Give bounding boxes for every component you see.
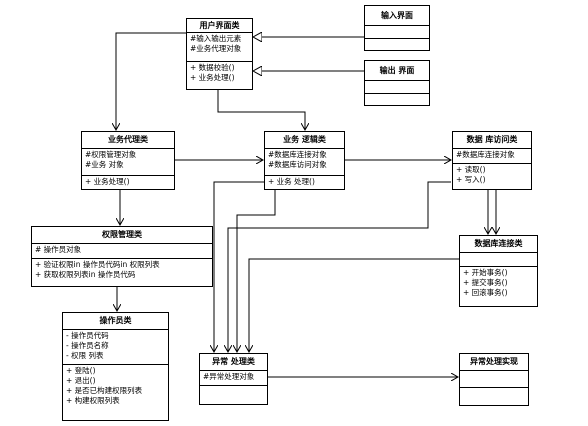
attribute-section: #输入输出元素 #业务代理对象 <box>187 33 252 62</box>
class-name: 业务 逻辑类 <box>265 132 344 149</box>
class-name: 异常处理实现 <box>460 354 528 371</box>
class-name: 权限管理类 <box>32 227 212 244</box>
attribute-section <box>460 253 537 267</box>
class-exception-impl: 异常处理实现 <box>459 353 529 406</box>
class-name: 输入界面 <box>365 6 429 26</box>
operation: + 提交事务() <box>463 278 508 287</box>
attribute-section <box>365 81 429 94</box>
attribute: #数据库访问对象 <box>268 160 327 169</box>
attribute-section <box>460 371 528 388</box>
class-operator: 操作员类 - 操作员代码 - 操作员名称 - 权限 列表 + 登陆() + 退出… <box>62 312 169 421</box>
assoc-logic-to-exception-1 <box>214 181 265 352</box>
attribute: #数据库连接对象 <box>456 150 515 159</box>
operation: + 获取权限列表in 操作员代码 <box>35 270 136 279</box>
operation-section: + 读取() + 写入() <box>453 164 531 186</box>
operation: + 写入() <box>456 175 486 184</box>
class-business-logic: 业务 逻辑类 #数据库连接对象 #数据库访问对象 + 业务 处理() <box>264 131 345 190</box>
operation-section <box>365 39 429 50</box>
operation: + 业务处理() <box>85 177 130 186</box>
operation-section <box>365 94 429 105</box>
operation-section: + 业务处理() <box>82 176 174 188</box>
attribute-section: # 操作员对象 <box>32 244 212 259</box>
class-name: 数据 库访问类 <box>453 132 531 149</box>
attribute: #输入输出元素 <box>190 34 242 43</box>
attribute: #数据库连接对象 <box>268 150 327 159</box>
operation: + 回滚事务() <box>463 288 508 297</box>
class-db-access: 数据 库访问类 #数据库连接对象 + 读取() + 写入() <box>452 131 532 190</box>
attribute-section: #权限管理对象 #业务 对象 <box>82 149 174 176</box>
attribute: #业务代理对象 <box>190 44 242 53</box>
class-name: 业务代理类 <box>82 132 174 149</box>
operation: + 是否已构建权限列表 <box>66 386 143 395</box>
operation-section <box>460 388 528 405</box>
attribute-section <box>365 26 429 39</box>
attribute: # 操作员对象 <box>35 245 82 254</box>
attribute-section: #数据库连接对象 #数据库访问对象 <box>265 149 344 176</box>
operation: + 业务 处理() <box>268 177 315 186</box>
attribute: - 权限 列表 <box>66 351 104 360</box>
operation: + 构建权限列表 <box>66 396 120 405</box>
class-business-proxy: 业务代理类 #权限管理对象 #业务 对象 + 业务处理() <box>81 131 175 190</box>
class-user-interface: 用户界面类 #输入输出元素 #业务代理对象 + 数据校验() + 业务处理() <box>186 18 253 90</box>
class-permission-manager: 权限管理类 # 操作员对象 + 验证权限in 操作员代码in 权限列表 + 获取… <box>31 226 213 287</box>
class-input-interface: 输入界面 <box>364 5 430 51</box>
operation-section: + 登陆() + 退出() + 是否已构建权限列表 + 构建权限列表 <box>63 365 168 407</box>
operation: + 登陆() <box>66 366 96 375</box>
assoc-dbaccess-to-exception <box>228 181 451 352</box>
operation: + 开始事务() <box>463 268 508 277</box>
assoc-ui-to-logic <box>217 90 305 130</box>
attribute-section: #异常处理对象 <box>200 371 267 386</box>
attribute-section: - 操作员代码 - 操作员名称 - 权限 列表 <box>63 330 168 365</box>
assoc-logic-to-exception-2 <box>237 190 276 352</box>
assoc-ui-to-proxy <box>116 32 186 130</box>
class-name: 异常 处理类 <box>200 354 267 371</box>
class-name: 输出 界面 <box>365 61 429 81</box>
operation: + 业务处理() <box>190 73 235 82</box>
attribute: - 操作员名称 <box>66 341 109 350</box>
assoc-dbconn-to-exception <box>249 258 459 352</box>
class-name: 数据库连接类 <box>460 236 537 253</box>
attribute: #异常处理对象 <box>203 372 255 381</box>
class-output-interface: 输出 界面 <box>364 60 430 106</box>
operation: + 验证权限in 操作员代码in 权限列表 <box>35 260 160 269</box>
operation-section: + 数据校验() + 业务处理() <box>187 62 252 84</box>
attribute: #权限管理对象 <box>85 150 137 159</box>
operation-section: + 业务 处理() <box>265 176 344 188</box>
class-name: 用户界面类 <box>187 19 252 33</box>
operation: + 数据校验() <box>190 63 235 72</box>
class-exception-handler: 异常 处理类 #异常处理对象 <box>199 353 268 405</box>
attribute-section: #数据库连接对象 <box>453 149 531 164</box>
operation-section <box>200 386 267 404</box>
operation-section: + 验证权限in 操作员代码in 权限列表 + 获取权限列表in 操作员代码 <box>32 259 212 281</box>
operation: + 读取() <box>456 165 486 174</box>
class-db-connection: 数据库连接类 + 开始事务() + 提交事务() + 回滚事务() <box>459 235 538 307</box>
operation: + 退出() <box>66 376 96 385</box>
operation-section: + 开始事务() + 提交事务() + 回滚事务() <box>460 267 537 299</box>
attribute: #业务 对象 <box>85 160 124 169</box>
attribute: - 操作员代码 <box>66 331 109 340</box>
class-name: 操作员类 <box>63 313 168 330</box>
